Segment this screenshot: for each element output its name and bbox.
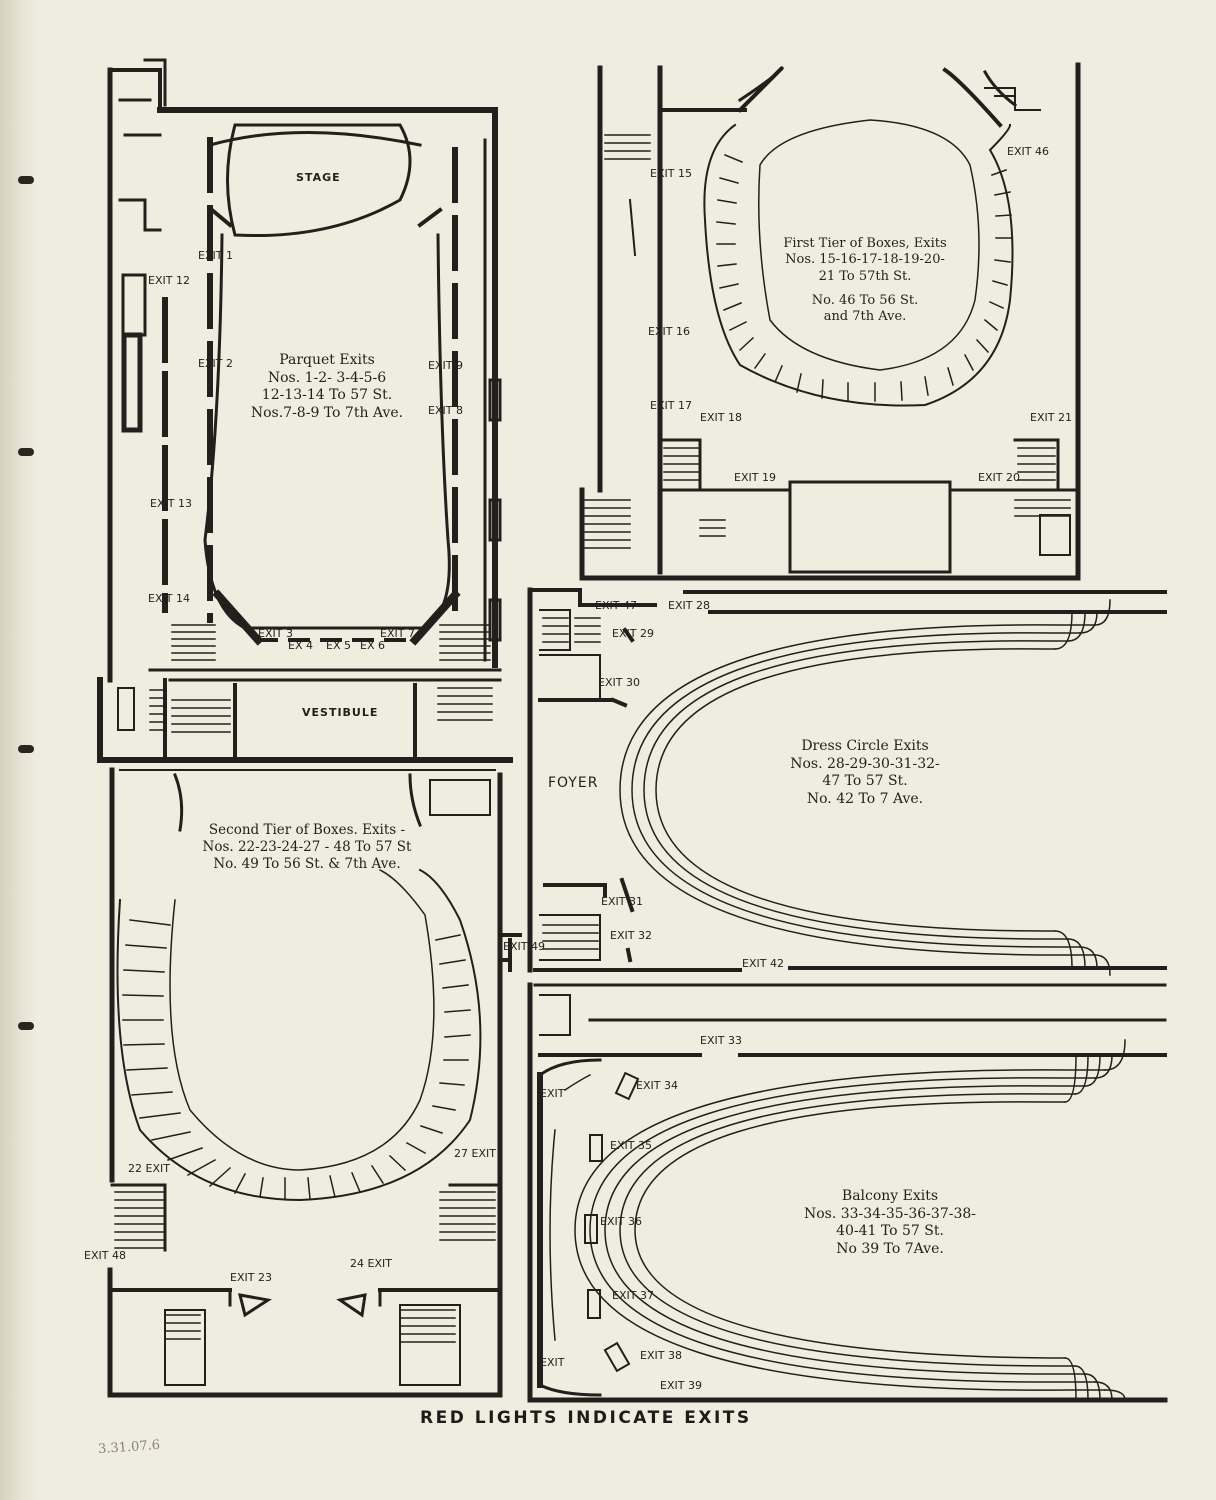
exit-label: EXIT 12: [148, 274, 190, 287]
vestibule-label: VESTIBULE: [302, 706, 379, 719]
exit-label: EXIT 29: [612, 627, 654, 640]
exit-label: EXIT 35: [610, 1139, 652, 1152]
parquet-title: Parquet Exits: [279, 352, 375, 368]
exit-label: EXIT 13: [150, 497, 192, 510]
exit-label: EXIT 2: [198, 357, 233, 370]
balcony-line-1: Balcony Exits: [841, 1188, 939, 1204]
binding-hole: [18, 448, 34, 456]
exit-label: EX 5: [326, 639, 351, 652]
exit-label: EXIT: [540, 1087, 565, 1100]
stage-label: STAGE: [296, 171, 341, 184]
exit-label: EXIT 46: [1007, 145, 1049, 158]
exit-label: EXIT 19: [734, 471, 776, 484]
second-tier-legend: Second Tier of Boxes. Exits - Nos. 22-23…: [172, 822, 442, 873]
exit-label: EXIT 23: [230, 1271, 272, 1284]
exit-label: EXIT 34: [636, 1079, 678, 1092]
exit-label: EXIT 49: [503, 940, 545, 953]
exit-label: EXIT 36: [600, 1215, 642, 1228]
exit-label: EXIT 17: [650, 399, 692, 412]
parquet-plan: [97, 58, 513, 763]
exit-label: EX 6: [360, 639, 385, 652]
parquet-line-2: 12-13-14 To 57 St.: [261, 387, 393, 403]
exit-label: EXIT 3: [258, 627, 293, 640]
balcony-line-4: No 39 To 7Ave.: [836, 1240, 944, 1257]
exit-label: EXIT 18: [700, 411, 742, 424]
exit-label: 27 EXIT: [454, 1147, 496, 1160]
exit-label: EXIT 39: [660, 1379, 702, 1392]
exit-label: EXIT 42: [742, 957, 784, 970]
exit-label: EXIT 9: [428, 359, 463, 372]
balcony-legend: Balcony Exits Nos. 33-34-35-36-37-38- 40…: [770, 1188, 1010, 1258]
balcony-line-3: 40-41 To 57 St.: [836, 1223, 944, 1239]
dress-circle-line-2: Nos. 28-29-30-31-32-: [790, 755, 940, 772]
exit-label: EX 4: [288, 639, 313, 652]
second-tier-line-3: No. 49 To 56 St. & 7th Ave.: [213, 855, 401, 872]
exit-label: EXIT 21: [1030, 411, 1072, 424]
first-tier-line-4: No. 46 To 56 St.: [811, 292, 919, 308]
first-tier-legend: First Tier of Boxes, Exits Nos. 15-16-17…: [770, 236, 960, 325]
exit-label: 24 EXIT: [350, 1257, 392, 1270]
dress-circle-line-1: Dress Circle Exits: [801, 738, 929, 754]
first-tier-line-5: and 7th Ave.: [823, 309, 907, 324]
exit-label: EXIT 15: [650, 167, 692, 180]
first-tier-line-1: First Tier of Boxes, Exits: [783, 236, 947, 251]
exit-label: EXIT 38: [640, 1349, 682, 1362]
second-tier-plan: [107, 767, 522, 1398]
exit-label: EXIT 20: [978, 471, 1020, 484]
parquet-line-1: Nos. 1-2- 3-4-5-6: [267, 369, 387, 386]
first-tier-line-2: Nos. 15-16-17-18-19-20-: [785, 252, 945, 268]
balcony-plan: [527, 982, 1168, 1403]
exit-label: EXIT 16: [648, 325, 690, 338]
exit-label: EXIT 33: [700, 1034, 742, 1047]
binding-hole: [18, 176, 34, 184]
exit-label: 22 EXIT: [128, 1162, 170, 1175]
exit-label: EXIT 7: [380, 627, 415, 640]
exits-footer-caption: RED LIGHTS INDICATE EXITS: [420, 1408, 752, 1428]
foyer-label: FOYER: [548, 775, 599, 791]
exit-label: EXIT 32: [610, 929, 652, 942]
parquet-exits-legend: Parquet Exits Nos. 1-2- 3-4-5-6 12-13-14…: [222, 352, 432, 422]
balcony-line-2: Nos. 33-34-35-36-37-38-: [803, 1205, 977, 1222]
exit-label: EXIT 1: [198, 249, 233, 262]
exit-label: EXIT 14: [148, 592, 190, 605]
exit-label: EXIT 28: [668, 599, 710, 612]
first-tier-plan: [579, 62, 1081, 581]
dress-circle-line-3: 47 To 57 St.: [822, 773, 908, 789]
binding-hole: [18, 1022, 34, 1030]
exit-label: EXIT 48: [84, 1249, 126, 1262]
second-tier-line-1: Second Tier of Boxes. Exits -: [208, 822, 406, 838]
exit-label: EXIT 31: [601, 895, 643, 908]
dress-circle-legend: Dress Circle Exits Nos. 28-29-30-31-32- …: [760, 738, 970, 808]
exit-label: EXIT 37: [612, 1289, 654, 1302]
parquet-line-3: Nos.7-8-9 To 7th Ave.: [250, 404, 404, 421]
exit-label: EXIT 30: [598, 676, 640, 689]
second-tier-line-2: Nos. 22-23-24-27 - 48 To 57 St: [202, 838, 412, 855]
exit-label: EXIT: [540, 1356, 565, 1369]
exit-label: EXIT 47: [595, 599, 637, 612]
binding-hole: [18, 745, 34, 753]
exit-label: EXIT 8: [428, 404, 463, 417]
dress-circle-line-4: No. 42 To 7 Ave.: [806, 790, 924, 807]
dress-circle-plan: [527, 587, 1167, 976]
first-tier-line-3: 21 To 57th St.: [818, 268, 912, 284]
